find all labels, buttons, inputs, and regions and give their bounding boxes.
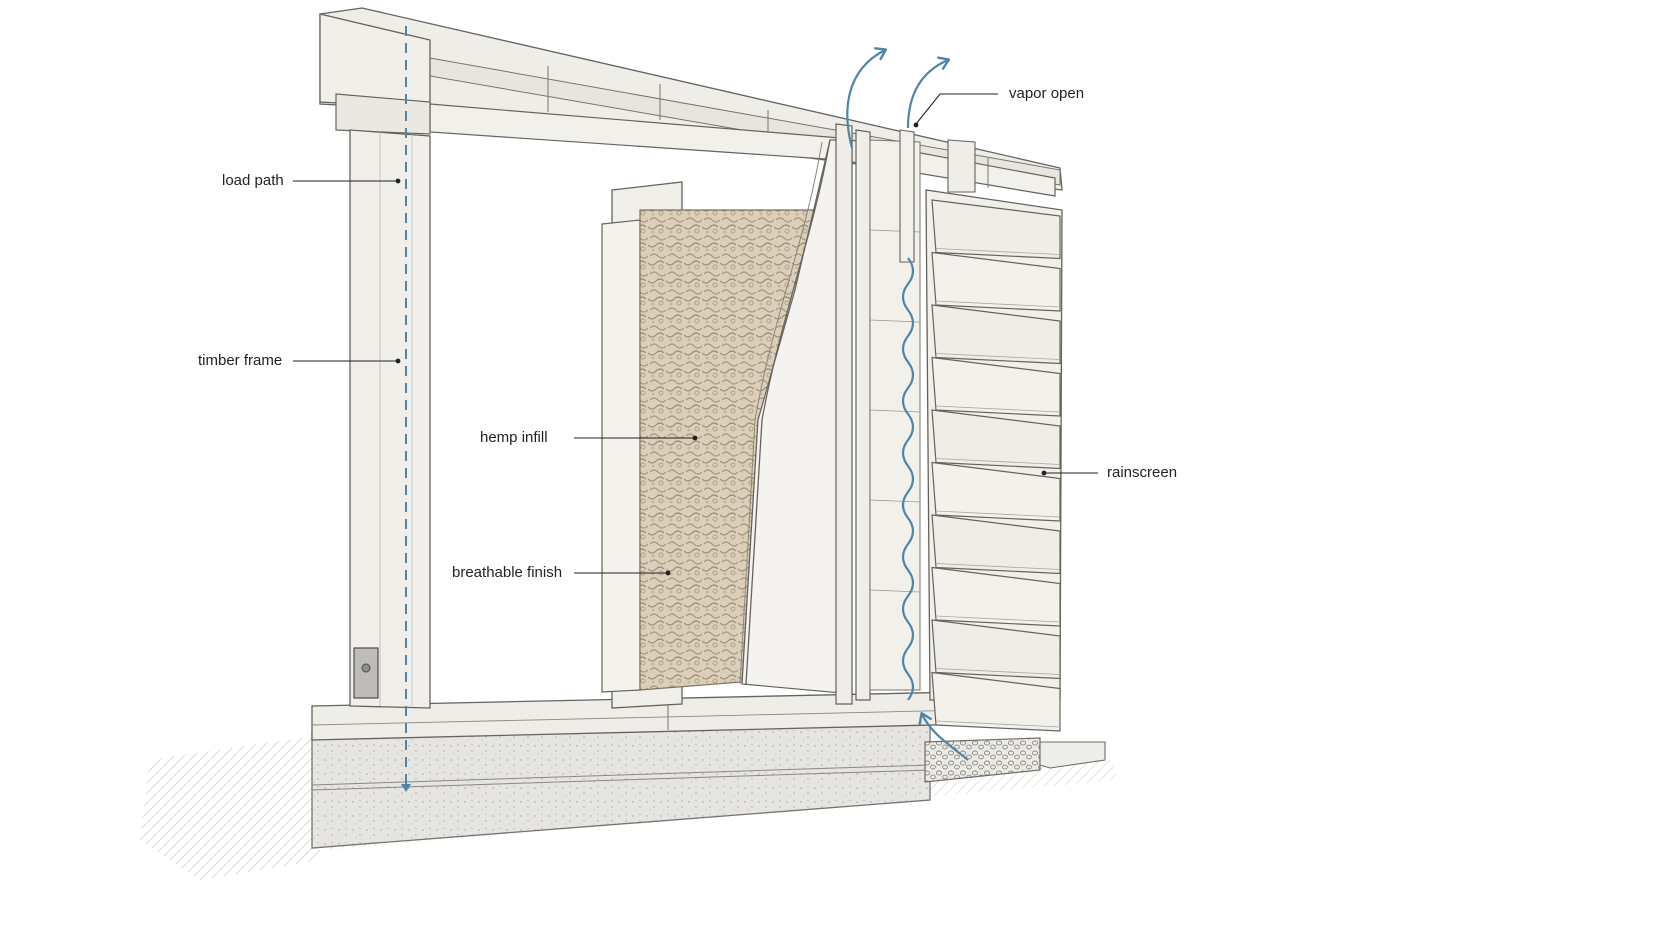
label-hemp-infill: hemp infill bbox=[480, 429, 548, 446]
cladding-board bbox=[931, 514, 1061, 575]
cladding-board bbox=[931, 304, 1061, 365]
cladding-board-shadow bbox=[935, 248, 1061, 255]
cladding-board bbox=[931, 356, 1061, 417]
cladding-board-shadow bbox=[935, 563, 1061, 570]
cladding-board-shadow bbox=[935, 405, 1061, 413]
cladding-board bbox=[931, 199, 1061, 260]
label-vapor-open: vapor open bbox=[1009, 85, 1085, 102]
label-timber-frame: timber frame bbox=[198, 352, 283, 369]
cladding-board-shadow bbox=[935, 353, 1061, 360]
label-load-path: load path bbox=[222, 172, 284, 189]
cladding-board bbox=[931, 409, 1061, 470]
vapor-flow-arrows bbox=[846, 47, 969, 761]
rainscreen-cladding bbox=[925, 189, 1063, 732]
leader-lines bbox=[293, 93, 1098, 576]
cladding-board-shadow bbox=[935, 720, 1061, 728]
cladding-board-shadow bbox=[935, 615, 1061, 623]
cladding-board bbox=[931, 251, 1061, 312]
cladding-board-shadow bbox=[935, 510, 1061, 518]
cladding-board bbox=[931, 619, 1061, 680]
post-bracket bbox=[353, 647, 379, 699]
cladding-board bbox=[931, 566, 1061, 627]
cladding-board bbox=[931, 671, 1061, 732]
cladding-board-shadow bbox=[935, 300, 1061, 308]
timber-post bbox=[319, 13, 431, 709]
cladding-board-shadow bbox=[935, 668, 1061, 675]
rainscreen-battens bbox=[835, 123, 976, 705]
cladding-board-shadow bbox=[935, 458, 1061, 465]
label-breathable-finish: breathable finish bbox=[452, 564, 563, 581]
label-rainscreen: rainscreen bbox=[1107, 464, 1178, 481]
cladding-board bbox=[931, 461, 1061, 522]
